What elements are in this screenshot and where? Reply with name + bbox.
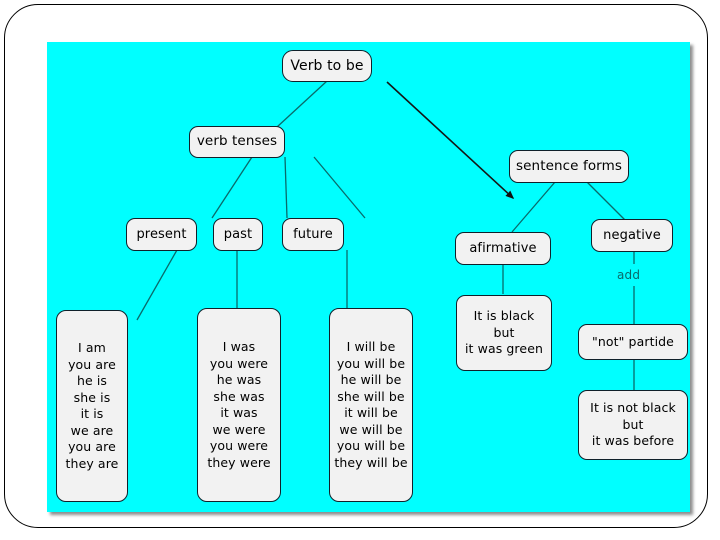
node-sentence-forms[interactable]: sentence forms bbox=[509, 150, 629, 183]
node-not-particle[interactable]: "not" partide bbox=[578, 324, 688, 360]
edge-sentence-forms-to-afirmative bbox=[511, 181, 556, 233]
edge-verb-tenses-to-present bbox=[211, 156, 253, 219]
node-afirmative-example[interactable]: It is black but it was green bbox=[456, 295, 552, 371]
node-past-conjugation[interactable]: I was you were he was she was it was we … bbox=[197, 308, 281, 502]
edge-verb-tenses-to-past bbox=[284, 156, 288, 219]
node-future-conjugation[interactable]: I will be you will be he will be she wil… bbox=[329, 308, 413, 502]
node-negative[interactable]: negative bbox=[591, 219, 673, 252]
slide-frame-border bbox=[4, 4, 708, 528]
node-future[interactable]: future bbox=[282, 218, 344, 251]
edge-sentence-forms-to-negative bbox=[586, 181, 628, 223]
node-past[interactable]: past bbox=[213, 218, 263, 251]
node-negative-example[interactable]: It is not black but it was before bbox=[578, 390, 688, 460]
edge-root-to-verb-tenses bbox=[276, 80, 328, 128]
edge-verb-tenses-to-future bbox=[313, 156, 366, 219]
edge-present-to-conjugation bbox=[136, 249, 178, 321]
diagram-canvas: Verb to be verb tenses sentence forms pr… bbox=[47, 42, 690, 512]
node-verb-tenses[interactable]: verb tenses bbox=[189, 126, 285, 158]
edge-label-add: add bbox=[617, 268, 641, 282]
node-verb-to-be[interactable]: Verb to be bbox=[282, 50, 372, 82]
edge-root-to-sentence-forms bbox=[386, 81, 515, 200]
node-present[interactable]: present bbox=[126, 218, 197, 251]
node-afirmative[interactable]: afirmative bbox=[455, 232, 551, 265]
node-present-conjugation[interactable]: I am you are he is she is it is we are y… bbox=[56, 310, 128, 502]
